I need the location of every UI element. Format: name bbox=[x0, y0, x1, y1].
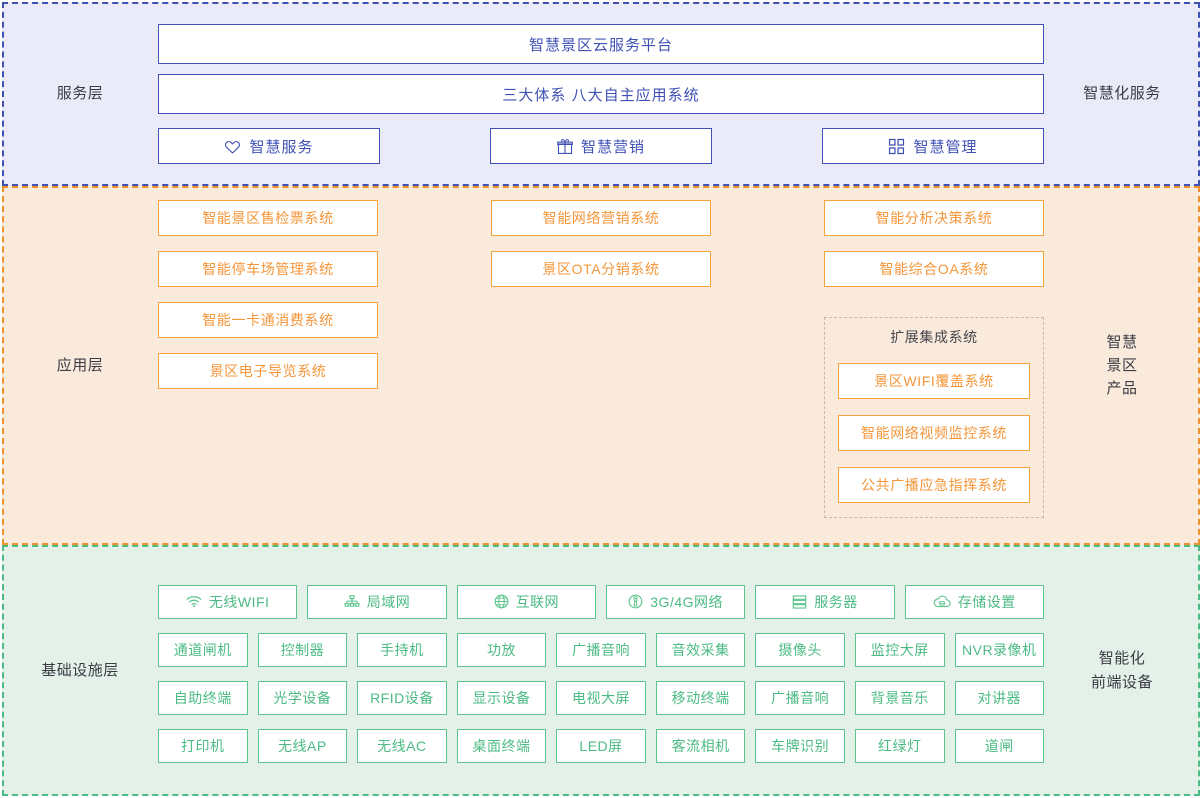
infra-box-barrier-gate[interactable]: 道闸 bbox=[954, 728, 1045, 763]
application-layer: 应用层 智能景区售检票系统 智能停车场管理系统 智能一卡通消费系统 景区电子导览… bbox=[2, 186, 1200, 545]
infra-box-people-counting-camera[interactable]: 客流相机 bbox=[655, 728, 746, 763]
device-row-1: 通道闸机 控制器 手持机 功放 广播音响 音效采集 摄像头 监控大屏 NVR录像… bbox=[158, 632, 1045, 667]
application-column-2: 智能网络营销系统 景区OTA分销系统 bbox=[491, 200, 711, 287]
app-box-wifi-coverage[interactable]: 景区WIFI覆盖系统 bbox=[838, 363, 1030, 399]
infra-box-traffic-light[interactable]: 红绿灯 bbox=[854, 728, 945, 763]
cloud-storage-icon bbox=[933, 595, 951, 609]
infra-box-desktop-terminal[interactable]: 桌面终端 bbox=[456, 728, 547, 763]
infra-box-license-plate-recognition[interactable]: 车牌识别 bbox=[755, 728, 845, 763]
application-column-1: 智能景区售检票系统 智能停车场管理系统 智能一卡通消费系统 景区电子导览系统 bbox=[158, 200, 378, 389]
service-layer-content: 智慧景区云服务平台 三大体系 八大自主应用系统 智慧服务 bbox=[156, 4, 1046, 184]
infra-box-gate[interactable]: 通道闸机 bbox=[158, 632, 248, 667]
infra-box-intercom[interactable]: 对讲器 bbox=[954, 680, 1045, 715]
server-icon bbox=[792, 594, 807, 609]
cloud-platform-bar[interactable]: 智慧景区云服务平台 bbox=[158, 24, 1044, 64]
app-box-ota-distribution[interactable]: 景区OTA分销系统 bbox=[491, 251, 711, 287]
chip-smart-management-label: 智慧管理 bbox=[913, 138, 978, 156]
signal-tower-icon bbox=[628, 594, 643, 609]
heart-icon bbox=[224, 139, 241, 154]
infra-box-mobile-terminal[interactable]: 移动终端 bbox=[655, 680, 746, 715]
app-box-onecard[interactable]: 智能一卡通消费系统 bbox=[158, 302, 378, 338]
application-grid: 智能景区售检票系统 智能停车场管理系统 智能一卡通消费系统 景区电子导览系统 智… bbox=[156, 188, 1046, 543]
app-box-network-marketing[interactable]: 智能网络营销系统 bbox=[491, 200, 711, 236]
infra-box-controller[interactable]: 控制器 bbox=[257, 632, 348, 667]
infra-box-storage[interactable]: 存储设置 bbox=[904, 584, 1044, 619]
device-row-2: 自助终端 光学设备 RFID设备 显示设备 电视大屏 移动终端 广播音响 背景音… bbox=[158, 680, 1045, 715]
chip-smart-marketing[interactable]: 智慧营销 bbox=[490, 128, 712, 164]
service-layer: 服务层 智慧景区云服务平台 三大体系 八大自主应用系统 智慧服务 bbox=[2, 2, 1200, 186]
infra-box-amplifier[interactable]: 功放 bbox=[456, 632, 547, 667]
infra-box-nvr[interactable]: NVR录像机 bbox=[954, 632, 1045, 667]
infrastructure-layer-content: 无线WIFI bbox=[156, 547, 1046, 794]
infra-box-handheld[interactable]: 手持机 bbox=[357, 632, 447, 667]
app-box-video-surveillance[interactable]: 智能网络视频监控系统 bbox=[838, 415, 1030, 451]
infra-box-broadcast-audio-2[interactable]: 广播音响 bbox=[755, 680, 845, 715]
application-layer-right-label: 智慧 景区 产品 bbox=[1106, 333, 1138, 398]
infrastructure-layer: 基础设施层 无线WIFI bbox=[2, 545, 1200, 796]
systems-overview-bar[interactable]: 三大体系 八大自主应用系统 bbox=[158, 74, 1044, 114]
service-chip-row: 智慧服务 智慧营销 bbox=[158, 128, 1044, 164]
lan-tree-icon bbox=[344, 594, 360, 609]
infra-box-camera[interactable]: 摄像头 bbox=[755, 632, 845, 667]
infra-box-mobile-network[interactable]: 3G/4G网络 bbox=[605, 584, 746, 619]
infra-box-wireless-ap[interactable]: 无线AP bbox=[257, 728, 348, 763]
app-box-ticketing[interactable]: 智能景区售检票系统 bbox=[158, 200, 378, 236]
infra-box-rfid-device[interactable]: RFID设备 bbox=[357, 680, 447, 715]
infra-box-lan[interactable]: 局域网 bbox=[307, 584, 447, 619]
app-box-analysis-decision[interactable]: 智能分析决策系统 bbox=[824, 200, 1044, 236]
infrastructure-layer-left-label: 基础设施层 bbox=[41, 661, 119, 679]
grid-icon bbox=[888, 138, 905, 155]
infra-box-printer[interactable]: 打印机 bbox=[158, 728, 248, 763]
infra-box-wifi[interactable]: 无线WIFI bbox=[158, 584, 298, 619]
infra-box-optical-device[interactable]: 光学设备 bbox=[257, 680, 348, 715]
extension-group: 扩展集成系统 景区WIFI覆盖系统 智能网络视频监控系统 公共广播应急指挥系统 bbox=[824, 317, 1044, 518]
service-layer-left-label: 服务层 bbox=[56, 85, 104, 103]
infra-box-server[interactable]: 服务器 bbox=[755, 584, 895, 619]
infra-box-display-device[interactable]: 显示设备 bbox=[456, 680, 547, 715]
infra-box-audio-capture[interactable]: 音效采集 bbox=[655, 632, 746, 667]
infra-box-server-label: 服务器 bbox=[814, 593, 858, 610]
infra-box-background-music[interactable]: 背景音乐 bbox=[854, 680, 945, 715]
infra-box-self-service-kiosk[interactable]: 自助终端 bbox=[158, 680, 248, 715]
infra-box-mobile-network-label: 3G/4G网络 bbox=[650, 593, 724, 610]
service-layer-right-label: 智慧化服务 bbox=[1083, 85, 1161, 103]
chip-smart-marketing-label: 智慧营销 bbox=[580, 138, 645, 156]
infra-box-storage-label: 存储设置 bbox=[957, 593, 1016, 610]
infra-box-internet-label: 互联网 bbox=[515, 593, 560, 610]
infra-box-broadcast-audio[interactable]: 广播音响 bbox=[556, 632, 646, 667]
infra-box-internet[interactable]: 互联网 bbox=[456, 584, 596, 619]
chip-smart-service[interactable]: 智慧服务 bbox=[158, 128, 380, 164]
infra-box-lan-label: 局域网 bbox=[366, 593, 411, 610]
chip-smart-management[interactable]: 智慧管理 bbox=[822, 128, 1044, 164]
app-box-broadcast-emergency[interactable]: 公共广播应急指挥系统 bbox=[838, 467, 1030, 503]
infra-box-wireless-ac[interactable]: 无线AC bbox=[357, 728, 447, 763]
gift-icon bbox=[557, 138, 573, 155]
extension-group-title: 扩展集成系统 bbox=[890, 329, 978, 345]
application-column-3: 智能分析决策系统 智能综合OA系统 扩展集成系统 景区WIFI覆盖系统 智能网络… bbox=[824, 200, 1044, 518]
app-box-oa-system[interactable]: 智能综合OA系统 bbox=[824, 251, 1044, 287]
wifi-icon bbox=[186, 595, 202, 608]
infrastructure-layer-right-label: 智能化 前端设备 bbox=[1090, 650, 1153, 691]
app-box-parking[interactable]: 智能停车场管理系统 bbox=[158, 251, 378, 287]
app-box-eguide[interactable]: 景区电子导览系统 bbox=[158, 353, 378, 389]
application-layer-left-label: 应用层 bbox=[56, 356, 104, 374]
infra-box-monitor-wall[interactable]: 监控大屏 bbox=[854, 632, 945, 667]
infra-box-tv-wall[interactable]: 电视大屏 bbox=[556, 680, 646, 715]
device-row-3: 打印机 无线AP 无线AC 桌面终端 LED屏 客流相机 车牌识别 红绿灯 道闸 bbox=[158, 728, 1045, 763]
infra-box-wifi-label: 无线WIFI bbox=[208, 593, 270, 610]
chip-smart-service-label: 智慧服务 bbox=[249, 138, 314, 156]
application-layer-content: 智能景区售检票系统 智能停车场管理系统 智能一卡通消费系统 景区电子导览系统 智… bbox=[156, 188, 1046, 543]
globe-icon bbox=[494, 594, 509, 609]
network-row: 无线WIFI bbox=[158, 584, 1044, 619]
infra-box-led-screen[interactable]: LED屏 bbox=[556, 728, 646, 763]
